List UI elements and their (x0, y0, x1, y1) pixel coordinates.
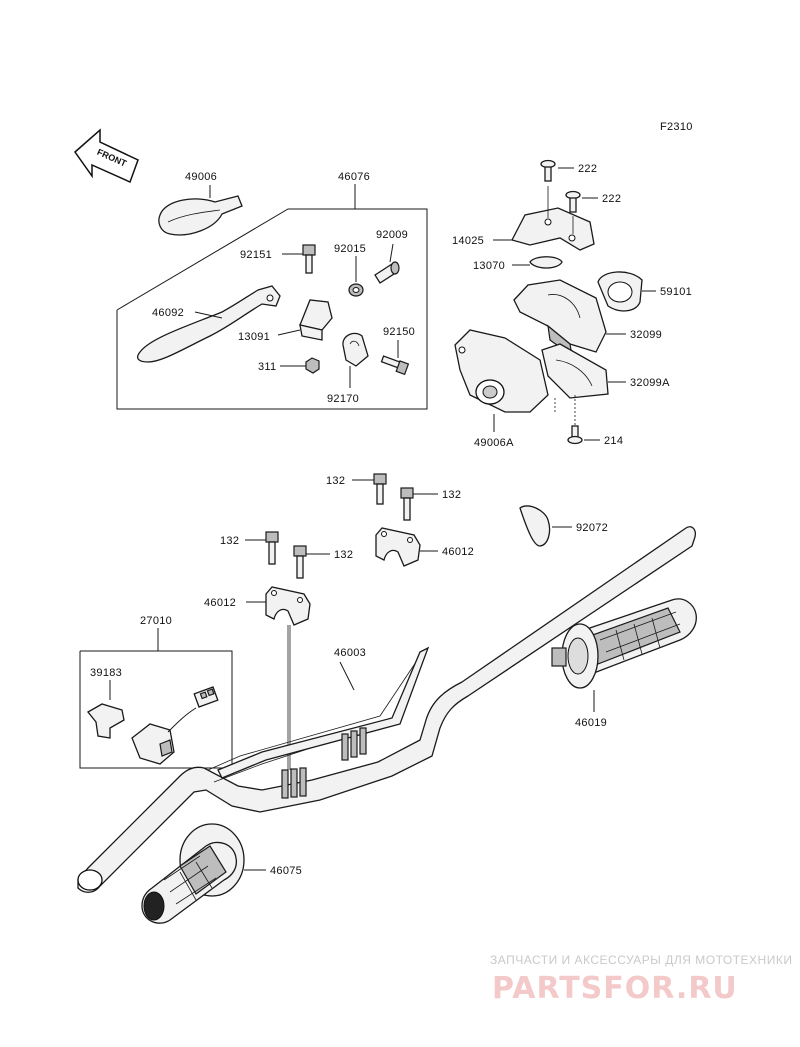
screw-214: 214 (554, 395, 623, 447)
nut-311: 311 (258, 357, 320, 374)
label-214: 214 (604, 435, 623, 447)
knurl-band-right (341, 727, 367, 761)
washer-92015: 92015 (334, 243, 366, 297)
label-32099A: 32099A (630, 377, 670, 389)
label-46019: 46019 (575, 717, 607, 729)
label-14025: 14025 (452, 235, 484, 247)
adjuster-92009: 92009 (374, 229, 408, 284)
label-46075: 46075 (270, 865, 302, 877)
label-132-d: 132 (334, 549, 353, 561)
label-132-b: 132 (442, 489, 461, 501)
handlebar-46003: 46003 (77, 526, 696, 893)
label-49006: 49006 (185, 171, 217, 183)
label-222-a: 222 (578, 163, 597, 175)
lever-assembly-box: 46076 (116, 171, 428, 410)
clip-39183 (87, 703, 125, 739)
label-92015: 92015 (334, 243, 366, 255)
label-46012-b: 46012 (204, 597, 236, 609)
bolt-92150: 92150 (380, 326, 415, 376)
clamp-46012-b: 46012 (204, 586, 311, 770)
bolt-92151: 92151 (240, 244, 316, 274)
watermark: ЗАПЧАСТИ И АКСЕССУАРЫ ДЛЯ МОТОТЕХНИКИ PA… (490, 953, 792, 1006)
spring-13070: 13070 (473, 256, 563, 272)
label-59101: 59101 (660, 286, 692, 298)
grip-46075: 46075 (141, 823, 302, 924)
bolt-132-c: 132 (220, 531, 279, 565)
label-92072: 92072 (576, 522, 608, 534)
label-46076: 46076 (338, 171, 370, 183)
label-92009: 92009 (376, 229, 408, 241)
front-arrow-icon: FRONT (73, 128, 139, 184)
clamp-92170: 92170 (327, 332, 369, 405)
clamp-46012-a: 46012 (375, 527, 474, 567)
label-46003: 46003 (334, 647, 366, 659)
cover-14025: 14025 (452, 186, 595, 251)
label-49006A: 49006A (474, 437, 514, 449)
lever-boot-49006: 49006 (158, 171, 243, 236)
bolt-132-b: 132 (400, 487, 461, 521)
label-46012-a: 46012 (442, 546, 474, 558)
label-32099: 32099 (630, 329, 662, 341)
label-311: 311 (258, 361, 276, 373)
label-92170: 92170 (327, 393, 359, 405)
label-132-c: 132 (220, 535, 239, 547)
screw-222-a: 222 (540, 159, 597, 182)
figure-code: F2310 (660, 121, 693, 133)
label-222-b: 222 (602, 193, 621, 205)
label-13091: 13091 (238, 331, 270, 343)
label-27010: 27010 (140, 615, 172, 627)
screw-222-b: 222 (565, 190, 621, 213)
switch-box-27010: 27010 39183 (79, 615, 233, 769)
label-92151: 92151 (240, 249, 272, 261)
bolt-132-d: 132 (293, 545, 353, 579)
label-132-a: 132 (326, 475, 345, 487)
watermark-subtitle: ЗАПЧАСТИ И АКСЕССУАРЫ ДЛЯ МОТОТЕХНИКИ (490, 953, 792, 967)
label-46092: 46092 (152, 307, 184, 319)
watermark-logo: PARTSFOR.RU (492, 971, 738, 1006)
label-39183: 39183 (90, 667, 122, 679)
label-92150: 92150 (383, 326, 415, 338)
lever-holder-13091: 13091 (238, 299, 333, 343)
bolt-132-a: 132 (326, 473, 387, 505)
knurl-band-left (281, 767, 307, 799)
clutch-lever-46092: 46092 (137, 285, 281, 363)
throttle-cover-49006A: 49006A (454, 329, 549, 449)
housing-32099A: 32099A (541, 343, 670, 399)
band-92072: 92072 (519, 505, 608, 547)
pulley-59101: 59101 (597, 271, 692, 312)
grip-46019: 46019 (551, 598, 697, 729)
label-13070: 13070 (473, 260, 505, 272)
